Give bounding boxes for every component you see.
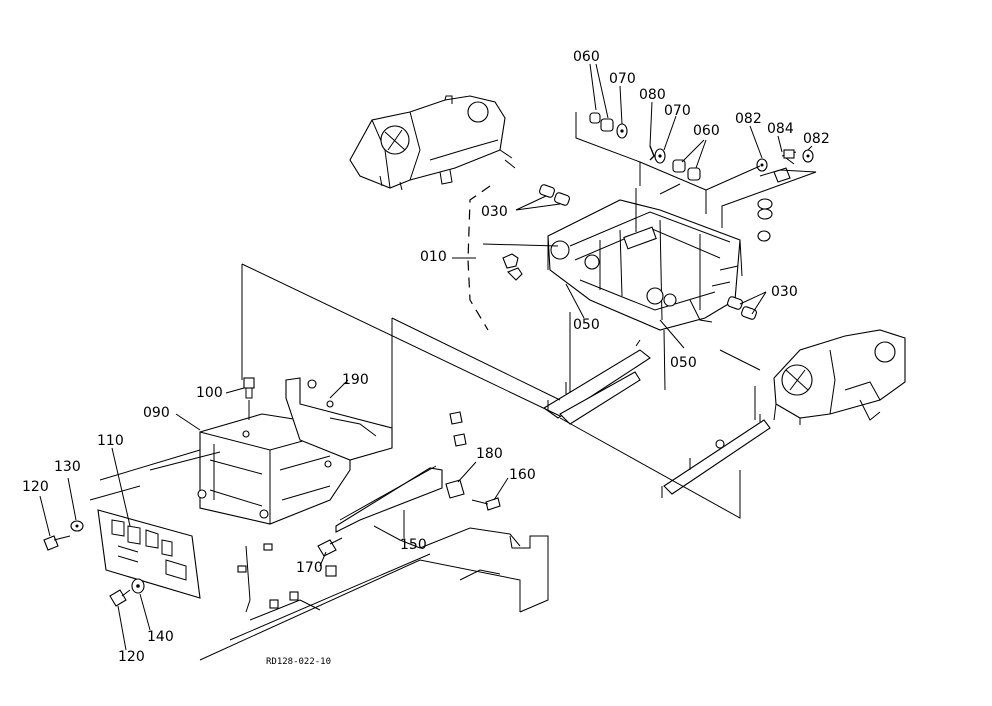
callout-082-b: 082 <box>803 131 830 147</box>
cover-plate-150 <box>335 465 443 533</box>
bolt-170 <box>317 537 343 557</box>
callout-050-a: 050 <box>573 317 600 333</box>
callout-082-a: 082 <box>735 111 762 127</box>
callout-180: 180 <box>476 446 503 462</box>
callout-150: 150 <box>400 537 427 553</box>
callout-084: 084 <box>767 121 794 137</box>
drawing-code: RD128-022-10 <box>266 657 332 667</box>
callout-190: 190 <box>342 372 369 388</box>
callout-010: 010 <box>420 249 447 265</box>
callout-leaders <box>39 63 813 651</box>
callout-090: 090 <box>143 405 170 421</box>
clip-parts-left <box>502 253 523 281</box>
callout-120-a: 120 <box>22 479 49 495</box>
callout-030-a: 030 <box>481 204 508 220</box>
callout-080: 080 <box>639 87 666 103</box>
callout-060-b: 060 <box>693 123 720 139</box>
chassis-base <box>89 449 549 661</box>
upper-left-housing <box>349 95 516 191</box>
callout-130: 130 <box>54 459 81 475</box>
callout-140: 140 <box>147 629 174 645</box>
callout-160: 160 <box>509 467 536 483</box>
callout-070-b: 070 <box>664 103 691 119</box>
callout-030-b: 030 <box>771 284 798 300</box>
slide-rail-right <box>661 414 771 498</box>
bracket-190 <box>285 377 393 461</box>
alignment-lines <box>241 183 761 519</box>
callout-070-a: 070 <box>609 71 636 87</box>
callout-050-b: 050 <box>670 355 697 371</box>
roller-bushing-set <box>589 112 701 181</box>
leader-box-top <box>575 112 707 214</box>
assembly-bracket-010 <box>467 185 491 331</box>
bushing-030-right <box>727 296 757 320</box>
frame-assembly <box>547 199 743 331</box>
clips-center <box>445 411 501 511</box>
bushing-030-upper <box>539 184 570 206</box>
hardware-left <box>43 520 145 607</box>
panel-110 <box>97 509 201 599</box>
callout-170: 170 <box>296 560 323 576</box>
callout-060-a: 060 <box>573 49 600 65</box>
ring-parts <box>757 198 773 242</box>
bolt-washer-set <box>756 149 814 183</box>
slide-rail-left <box>542 339 651 425</box>
lower-right-housing <box>773 329 906 425</box>
callout-120-b: 120 <box>118 649 145 665</box>
callout-110: 110 <box>97 433 124 449</box>
bolt-100 <box>243 377 255 420</box>
callout-100: 100 <box>196 385 223 401</box>
